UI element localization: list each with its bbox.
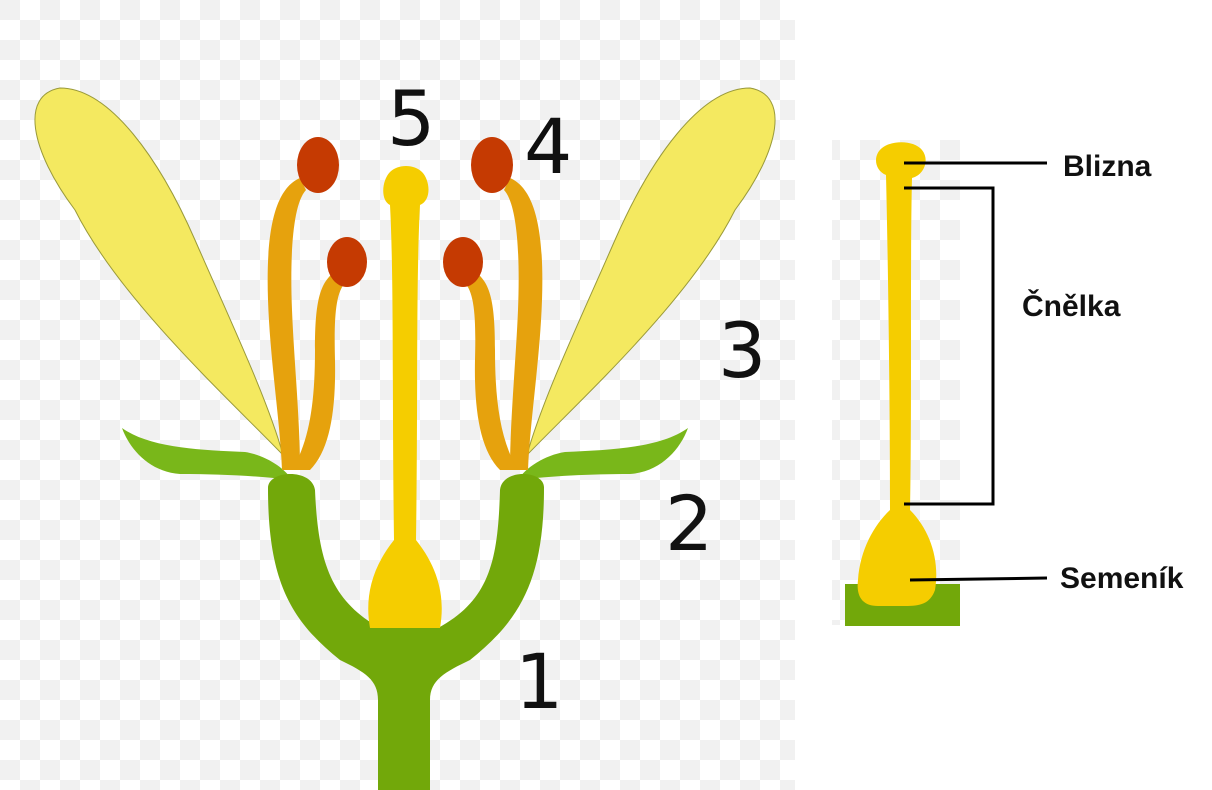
- anther-inner-right: [443, 237, 483, 287]
- anther-inner-left: [327, 237, 367, 287]
- leader-line-ovary: [910, 578, 1047, 580]
- label-stigma: Blizna: [1063, 150, 1152, 183]
- label-number-5: 5: [387, 74, 435, 163]
- anther-outer-right: [471, 137, 513, 193]
- anther-outer-left: [297, 137, 339, 193]
- label-number-4: 4: [524, 102, 572, 191]
- label-number-3: 3: [718, 306, 766, 395]
- label-style: Čnělka: [1022, 289, 1121, 323]
- label-number-2: 2: [665, 479, 713, 568]
- label-number-1: 1: [515, 637, 563, 726]
- label-ovary: Semeník: [1060, 562, 1184, 595]
